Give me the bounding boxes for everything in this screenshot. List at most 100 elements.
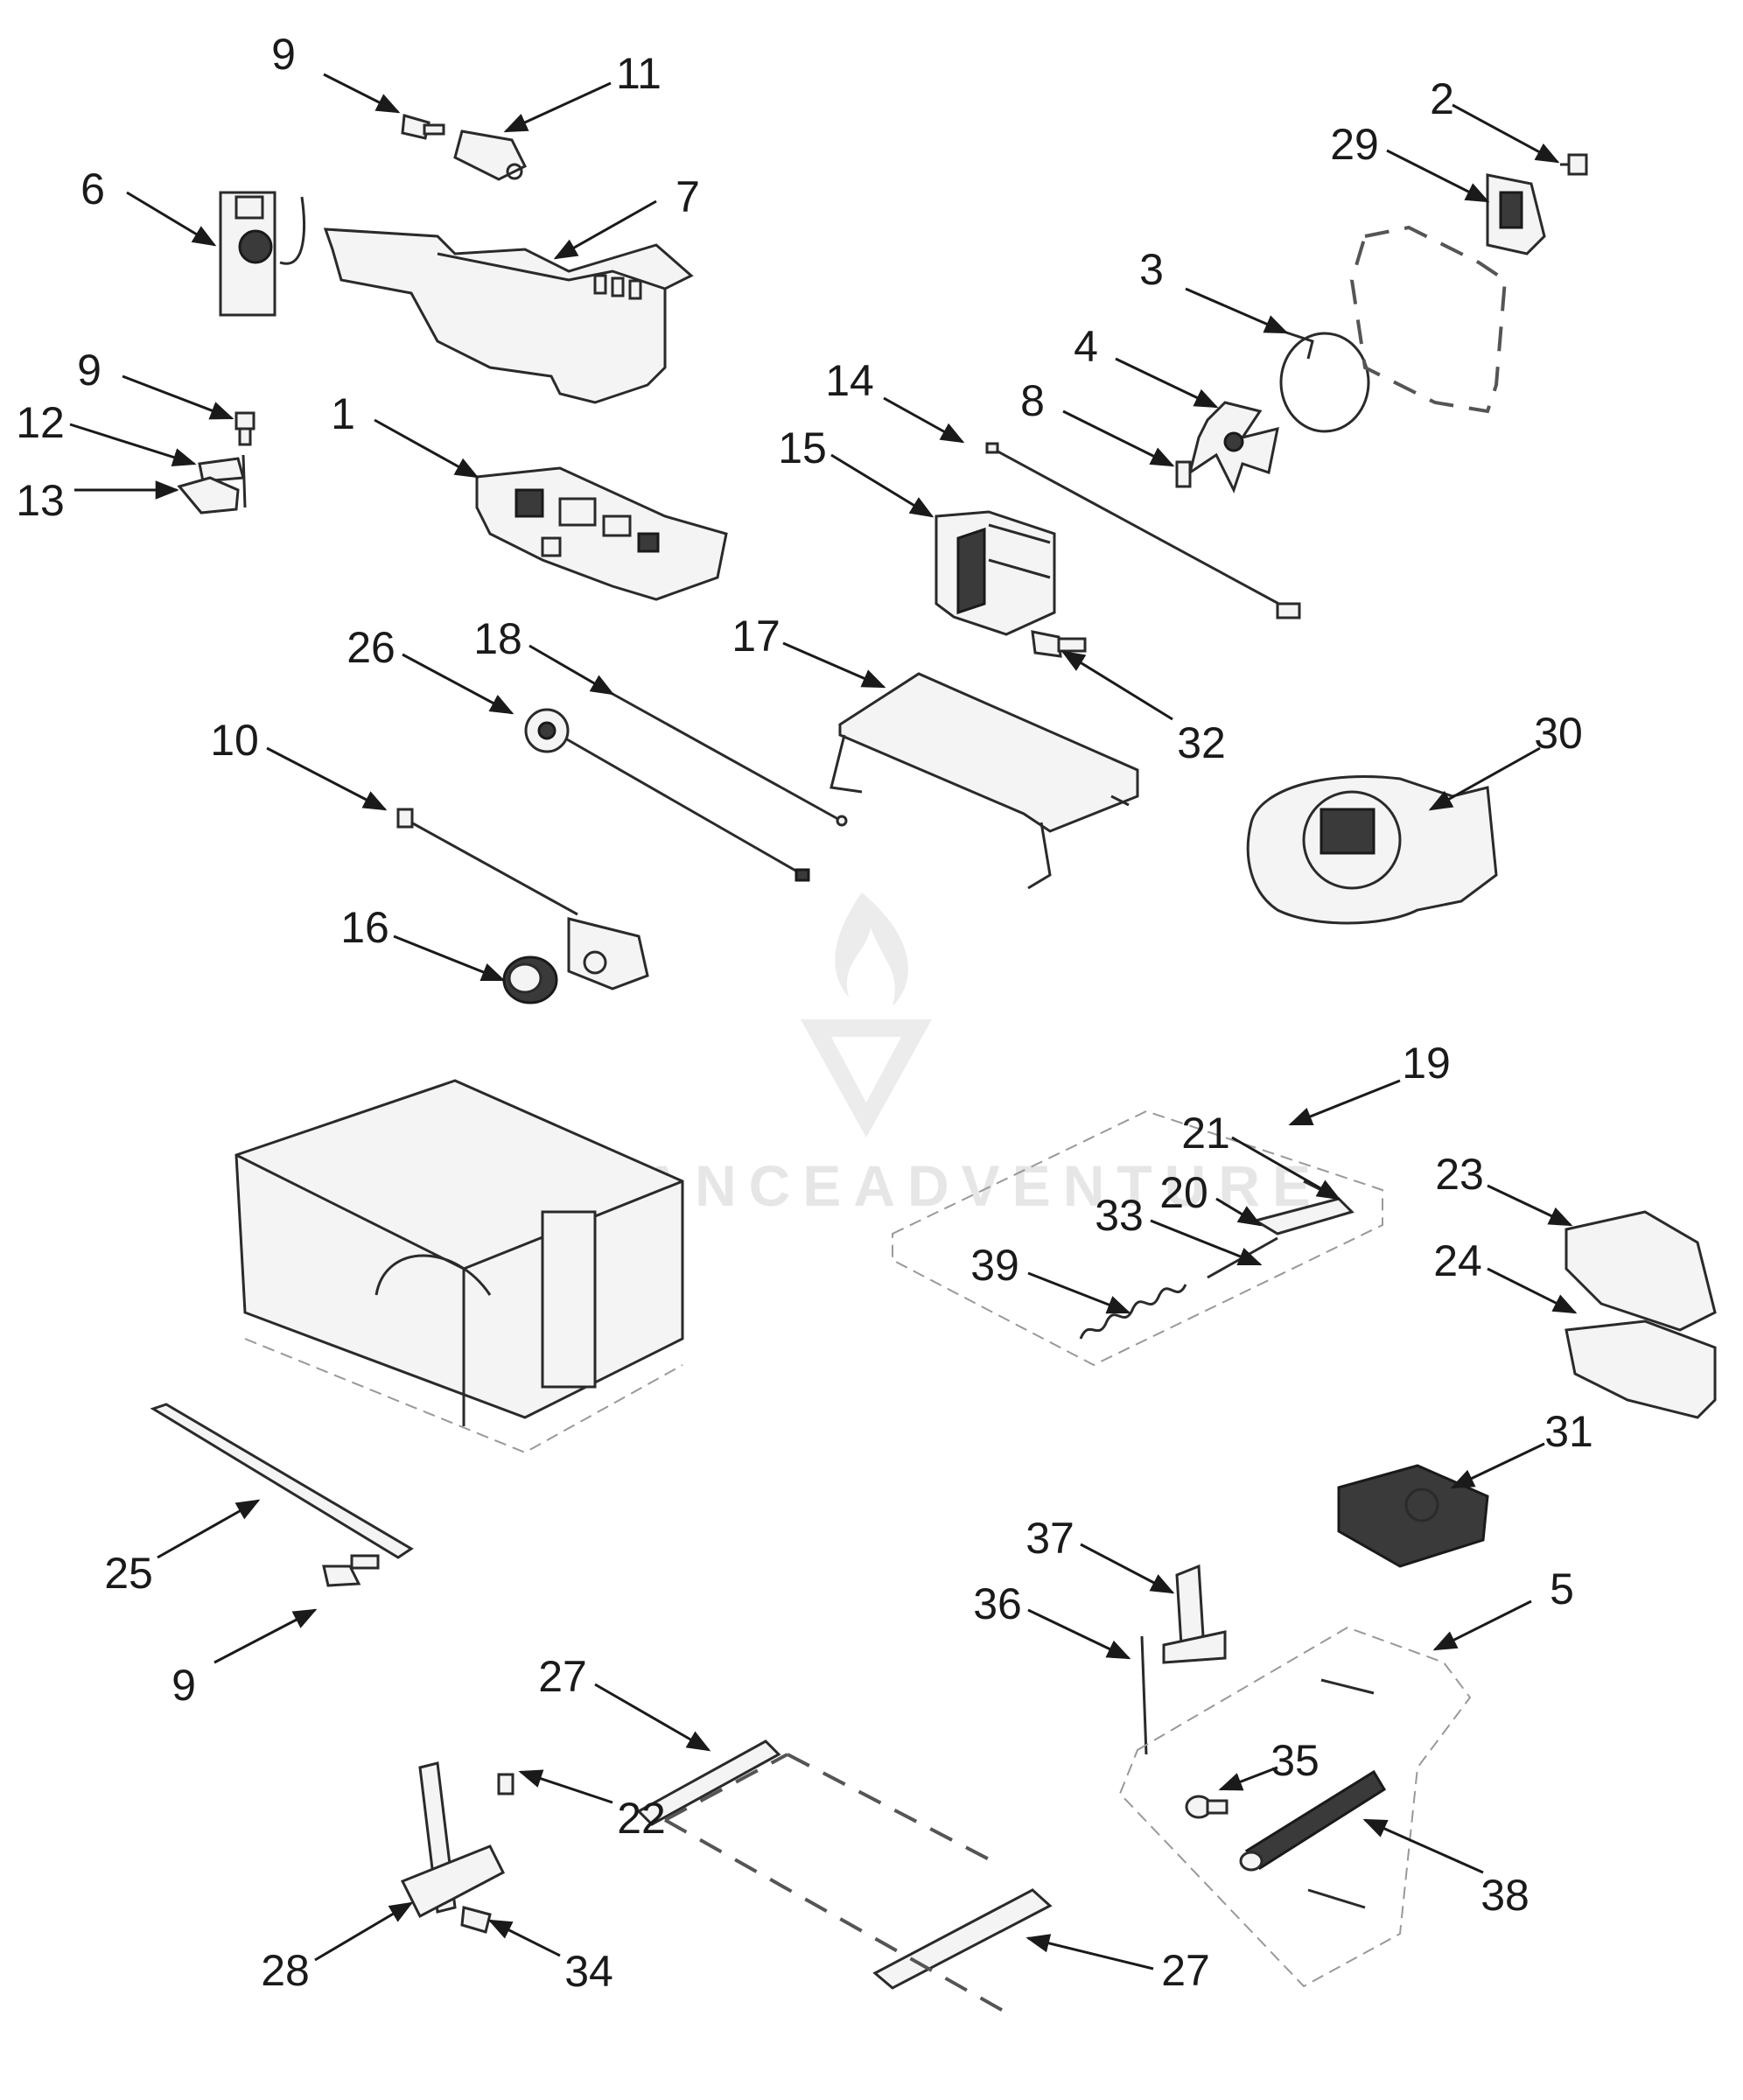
leader-arrow-c-32 — [1060, 650, 1173, 721]
callout-label-c-33[interactable]: 33 — [1095, 1191, 1144, 1240]
part-30-blower-assembly[interactable] — [1246, 775, 1498, 925]
part-14-wire-harness[interactable] — [985, 442, 1301, 620]
callout-label-c-21[interactable]: 21 — [1181, 1109, 1230, 1158]
part-39-spring[interactable] — [1079, 1284, 1187, 1340]
part-2-connector[interactable] — [1560, 153, 1588, 176]
callout-label-c-1[interactable]: 1 — [331, 389, 355, 438]
callout-label-c-17[interactable]: 17 — [732, 612, 780, 661]
callout-label-c-15[interactable]: 15 — [778, 424, 827, 472]
callout-label-c-27a[interactable]: 27 — [538, 1652, 587, 1701]
part-13-fuse-holder[interactable] — [177, 476, 240, 514]
part-9-screw-bottom[interactable] — [322, 1554, 380, 1587]
leader-arrow-c-11 — [503, 81, 612, 133]
callout-label-c-9c[interactable]: 9 — [172, 1661, 196, 1710]
callout-label-c-30[interactable]: 30 — [1534, 709, 1583, 758]
callout-label-c-32[interactable]: 32 — [1177, 718, 1226, 767]
part-1-control-board[interactable] — [475, 466, 728, 601]
oven-cavity-frame — [234, 1079, 684, 1454]
callout-label-c-6[interactable]: 6 — [80, 164, 105, 214]
leader-lines — [69, 73, 1578, 1970]
callout-label-c-3[interactable]: 3 — [1139, 245, 1164, 294]
part-8-clip[interactable] — [1175, 460, 1192, 488]
leader-arrow-c-28 — [314, 1901, 414, 1962]
leader-arrow-c-1 — [374, 418, 480, 479]
callout-label-c-31[interactable]: 31 — [1544, 1407, 1593, 1456]
part-35-screw[interactable] — [1185, 1795, 1228, 1819]
part-27-rail-upper[interactable] — [636, 1740, 781, 1826]
callout-label-c-34[interactable]: 34 — [564, 1947, 613, 1996]
part-28-hinge[interactable] — [400, 1761, 505, 1919]
callout-label-c-37[interactable]: 37 — [1026, 1514, 1074, 1563]
part-27-rail-lower[interactable] — [872, 1888, 1053, 1990]
part-16-knob[interactable] — [502, 956, 558, 1004]
leader-arrow-c-37 — [1080, 1543, 1175, 1594]
part-38-link[interactable] — [1239, 1769, 1387, 1909]
part-4-fan-blade[interactable] — [1187, 401, 1279, 494]
callout-label-c-8[interactable]: 8 — [1020, 376, 1045, 425]
callout-label-c-25[interactable]: 25 — [104, 1549, 153, 1598]
part-36-pin[interactable] — [1140, 1635, 1148, 1755]
part-20-element-bracket[interactable] — [1252, 1197, 1354, 1236]
watermark-flame-icon — [835, 892, 908, 1006]
callout-label-c-11[interactable]: 11 — [616, 49, 662, 98]
part-26-thermal-sensor[interactable] — [524, 708, 810, 882]
callout-label-c-35[interactable]: 35 — [1270, 1736, 1320, 1785]
callout-label-c-13[interactable]: 13 — [16, 476, 65, 525]
callout-label-c-24[interactable]: 24 — [1433, 1236, 1482, 1285]
callout-label-c-9a[interactable]: 9 — [271, 30, 296, 79]
part-29-fan-motor[interactable] — [1486, 173, 1546, 256]
callout-label-c-26[interactable]: 26 — [346, 623, 396, 672]
part-18-sensor-probe[interactable] — [612, 692, 848, 827]
leader-arrow-c-27b — [1026, 1934, 1154, 1970]
part-9-screw-left[interactable] — [234, 411, 256, 446]
leader-arrow-c-21 — [1231, 1136, 1341, 1200]
part-22-screw[interactable] — [497, 1773, 514, 1796]
callout-label-c-19[interactable]: 19 — [1402, 1039, 1451, 1088]
callout-label-c-39[interactable]: 39 — [970, 1241, 1019, 1290]
leader-arrow-c-24 — [1487, 1267, 1578, 1314]
callout-label-c-9b[interactable]: 9 — [77, 346, 102, 395]
part-6-switch-assembly[interactable] — [219, 191, 305, 317]
callout-label-c-2[interactable]: 2 — [1430, 74, 1454, 123]
callout-label-c-22[interactable]: 22 — [617, 1794, 666, 1843]
callout-label-c-29[interactable]: 29 — [1330, 120, 1379, 169]
part-37-hinge-bracket[interactable] — [1162, 1564, 1227, 1664]
leader-arrow-c-4 — [1115, 357, 1219, 409]
leader-arrow-c-9a — [323, 73, 401, 114]
part-11-bracket[interactable] — [453, 130, 528, 181]
callout-label-c-14[interactable]: 14 — [825, 356, 874, 405]
part-32-bolt[interactable] — [1031, 630, 1087, 658]
callout-label-c-28[interactable]: 28 — [261, 1946, 310, 1995]
leader-arrow-c-16 — [393, 934, 506, 982]
part-25-trim-strip[interactable] — [150, 1403, 414, 1559]
callout-label-c-10[interactable]: 10 — [210, 716, 259, 765]
callout-label-c-5[interactable]: 5 — [1550, 1564, 1574, 1614]
part-34-screw[interactable] — [460, 1906, 492, 1934]
part-3-fan-shroud[interactable] — [1279, 225, 1508, 433]
part-24-blower-housing[interactable] — [1564, 1320, 1717, 1419]
part-31-power-module[interactable] — [1337, 1464, 1489, 1568]
leader-arrow-c-18 — [528, 644, 615, 696]
callout-label-c-4[interactable]: 4 — [1074, 322, 1098, 371]
callout-label-c-12[interactable]: 12 — [16, 398, 65, 447]
leader-arrow-c-27a — [594, 1683, 711, 1752]
callout-label-c-16[interactable]: 16 — [340, 903, 389, 952]
part-23-blower-cover[interactable] — [1564, 1210, 1717, 1332]
callout-label-c-27b[interactable]: 27 — [1161, 1946, 1210, 1995]
callout-label-c-36[interactable]: 36 — [973, 1579, 1022, 1628]
part-7-control-housing[interactable] — [323, 228, 694, 404]
part-9-screw-top[interactable] — [401, 114, 445, 140]
part-15-transformer[interactable] — [934, 510, 1056, 636]
callout-label-c-20[interactable]: 20 — [1159, 1168, 1208, 1217]
part-12-fuse[interactable] — [198, 454, 247, 508]
callout-label-c-23[interactable]: 23 — [1435, 1150, 1484, 1199]
callout-label-c-38[interactable]: 38 — [1480, 1871, 1530, 1920]
part-19-heater-kit[interactable] — [892, 1110, 1383, 1367]
callout-label-c-18[interactable]: 18 — [473, 614, 522, 663]
part-5-hinge-kit[interactable] — [1118, 1626, 1472, 1988]
callout-label-c-7[interactable]: 7 — [676, 172, 700, 221]
leader-arrow-c-15 — [830, 453, 934, 518]
part-10-harness-switch[interactable] — [396, 808, 649, 990]
part-17-mounting-bracket[interactable] — [830, 672, 1139, 890]
